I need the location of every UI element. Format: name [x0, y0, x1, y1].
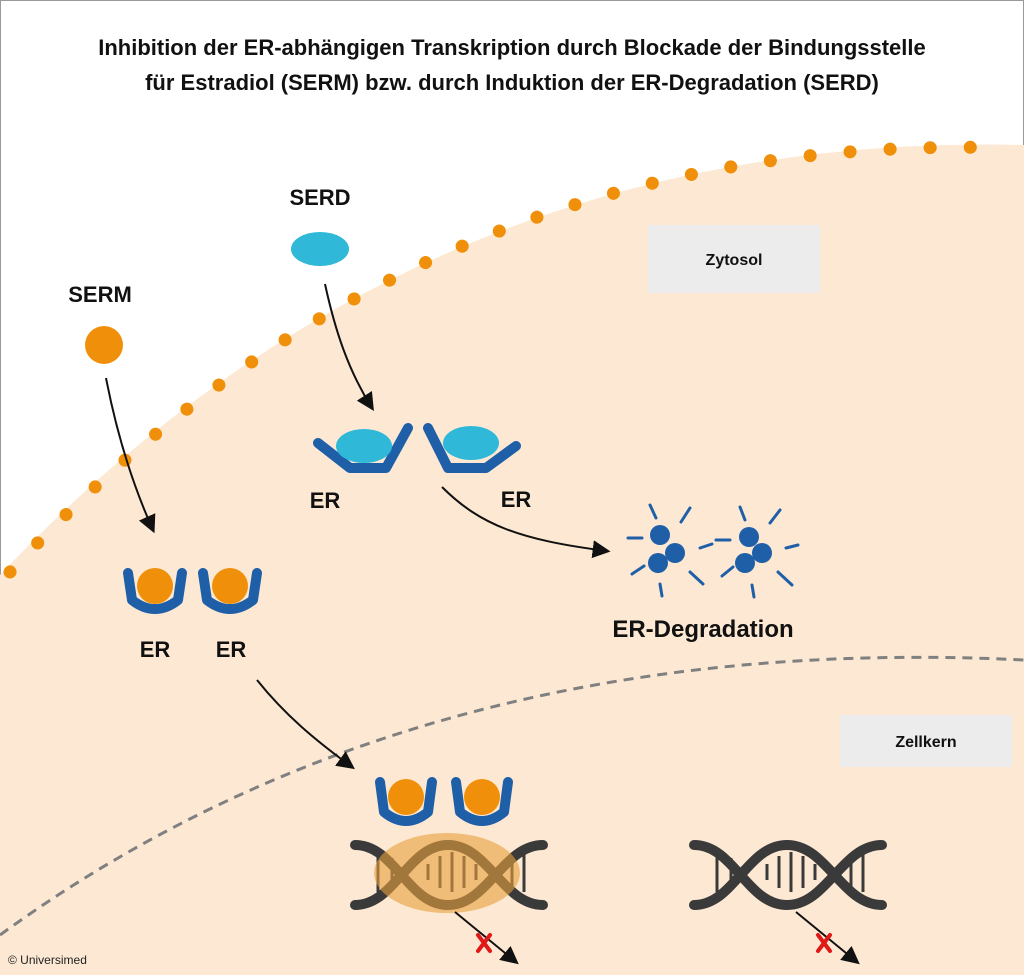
er-receptor-dna-left: [375, 777, 437, 826]
cytosol-region: [0, 144, 1024, 975]
title-line-1: Inhibition der ER-abhängigen Transkripti…: [98, 35, 926, 60]
title-line-2: für Estradiol (SERM) bzw. durch Induktio…: [145, 70, 879, 95]
blocked-x-2: [816, 933, 832, 953]
serm-ligand: [85, 326, 123, 364]
serd-ligand-bound-left: [336, 429, 392, 463]
serm-ligand-bound-right: [212, 568, 248, 604]
er-dna-binding-highlight: [374, 833, 520, 913]
dna-helix-free: [689, 839, 887, 911]
arrow-serd-to-er: [324, 283, 374, 412]
er-dimer-serd: [313, 423, 521, 473]
serm-ligand-dna-left: [388, 779, 424, 815]
copyright: © Universimed: [8, 953, 87, 967]
serd-label: SERD: [289, 185, 350, 210]
zellkern-label: Zellkern: [895, 734, 956, 751]
serm-label: SERM: [68, 282, 132, 307]
er-receptor-serd-right: [423, 423, 521, 473]
zytosol-label: Zytosol: [706, 252, 763, 269]
er-dimer-serm: [123, 568, 262, 614]
er-receptor-serm-right: [198, 568, 262, 614]
er-label-serm-right: ER: [216, 637, 247, 662]
er-label-serm-left: ER: [140, 637, 171, 662]
serm-ligand-bound-left: [137, 568, 173, 604]
er-label-serd-right: ER: [501, 487, 532, 512]
arrow-serm-to-er: [105, 377, 156, 534]
zellkern-tag-box: [840, 715, 1012, 767]
er-receptor-serm-left: [123, 568, 187, 614]
serd-ligand-bound-right: [443, 426, 499, 460]
nucleus-membrane: [0, 655, 1024, 937]
cell-membrane: [3, 140, 1017, 579]
er-receptor-serd-left: [313, 423, 413, 473]
arrow-er-to-nucleus: [256, 679, 355, 770]
degraded-er-right: [714, 505, 800, 599]
arrow-transcription-1: [454, 911, 519, 965]
degraded-er-left: [626, 503, 714, 598]
er-receptor-dna-right: [451, 777, 513, 826]
zytosol-tag-box: [648, 225, 820, 293]
er-dimer-on-dna: [375, 777, 513, 826]
degradation-label: ER-Degradation: [612, 616, 793, 643]
serd-ligand: [291, 232, 349, 266]
blocked-x-1: [476, 933, 492, 953]
serm-ligand-dna-right: [464, 779, 500, 815]
er-label-serd-left: ER: [310, 488, 341, 513]
arrow-er-to-degradation: [441, 486, 611, 559]
